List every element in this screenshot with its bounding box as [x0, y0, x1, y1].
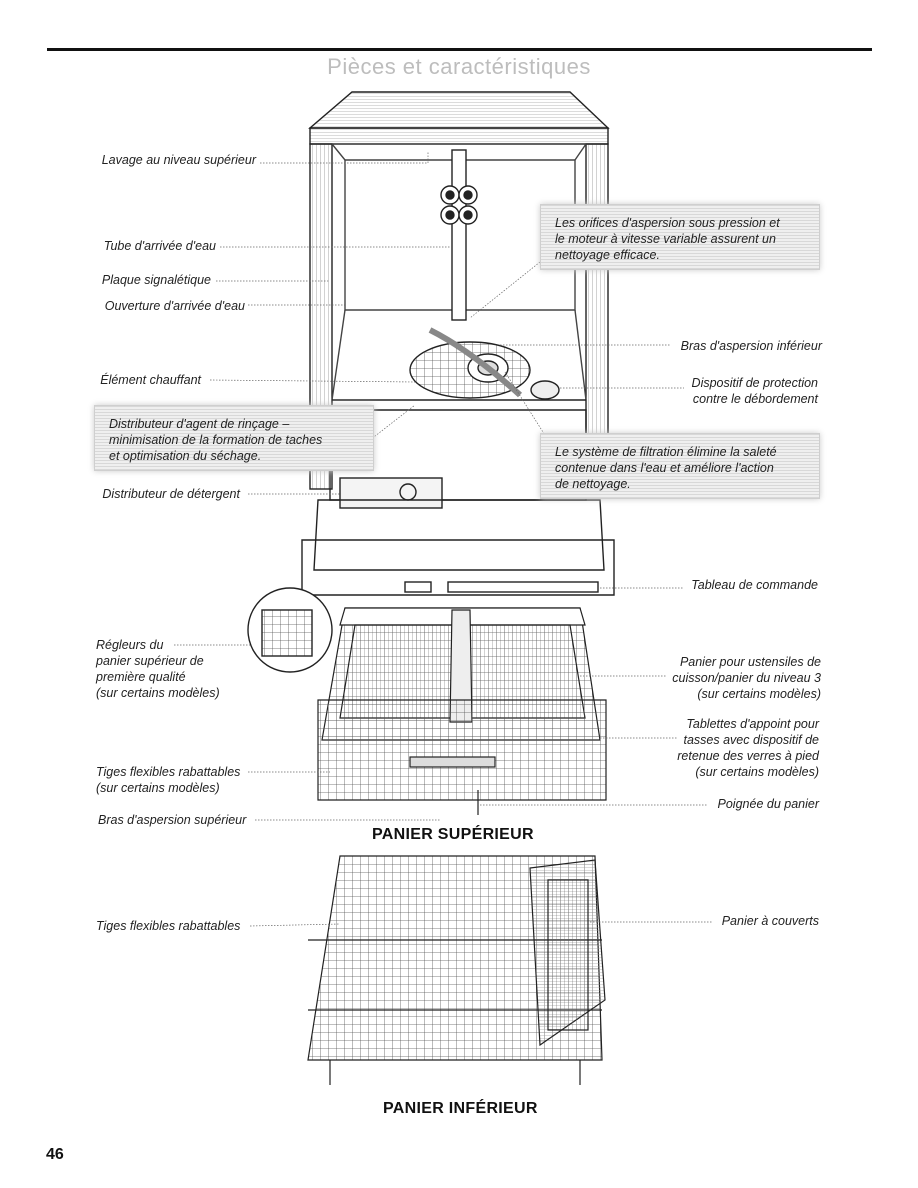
page-number: 46	[46, 1146, 64, 1163]
page-title: Pièces et caractéristiques	[327, 54, 591, 79]
label-distributeur-detergent: Distributeur de détergent	[102, 487, 240, 501]
callout-orifices: Les orifices d'aspersion sous pression e…	[540, 204, 820, 270]
label-tableau: Tableau de commande	[691, 578, 818, 592]
heading-panier-inferieur: PANIER INFÉRIEUR	[383, 1100, 538, 1117]
label-plaque: Plaque signalétique	[101, 273, 211, 287]
label-lavage: Lavage au niveau supérieur	[101, 153, 256, 167]
label-panier-ustensiles: Panier pour ustensiles de cuisson/panier…	[672, 655, 821, 701]
label-bras-inferieur: Bras d'aspersion inférieur	[680, 339, 822, 353]
label-ouverture: Ouverture d'arrivée d'eau	[104, 299, 245, 313]
callout-filtration: Le système de filtration élimine la sale…	[540, 433, 820, 499]
label-tiges-inf: Tiges flexibles rabattables	[96, 919, 241, 933]
label-tablettes: Tablettes d'appoint pour tasses avec dis…	[677, 717, 819, 779]
label-element: Élément chauffant	[100, 373, 201, 387]
heading-panier-superieur: PANIER SUPÉRIEUR	[372, 826, 534, 843]
label-tiges-sup: Tiges flexibles rabattables (sur certain…	[96, 765, 241, 795]
label-dispositif: Dispositif de protection contre le débor…	[691, 376, 818, 406]
label-bras-superieur: Bras d'aspersion supérieur	[98, 813, 247, 827]
label-tube: Tube d'arrivée d'eau	[103, 239, 216, 253]
dishwasher-tub	[247, 91, 615, 673]
callout-rincage: Distributeur d'agent de rinçage – minimi…	[94, 405, 374, 471]
label-regleurs: Régleurs du panier supérieur de première…	[96, 638, 220, 700]
lower-rack	[307, 855, 606, 1085]
upper-rack	[317, 607, 607, 815]
top-rule	[47, 48, 872, 51]
label-poignee: Poignée du panier	[717, 797, 819, 811]
label-panier-couverts: Panier à couverts	[721, 914, 819, 928]
leader-lines	[174, 152, 712, 927]
